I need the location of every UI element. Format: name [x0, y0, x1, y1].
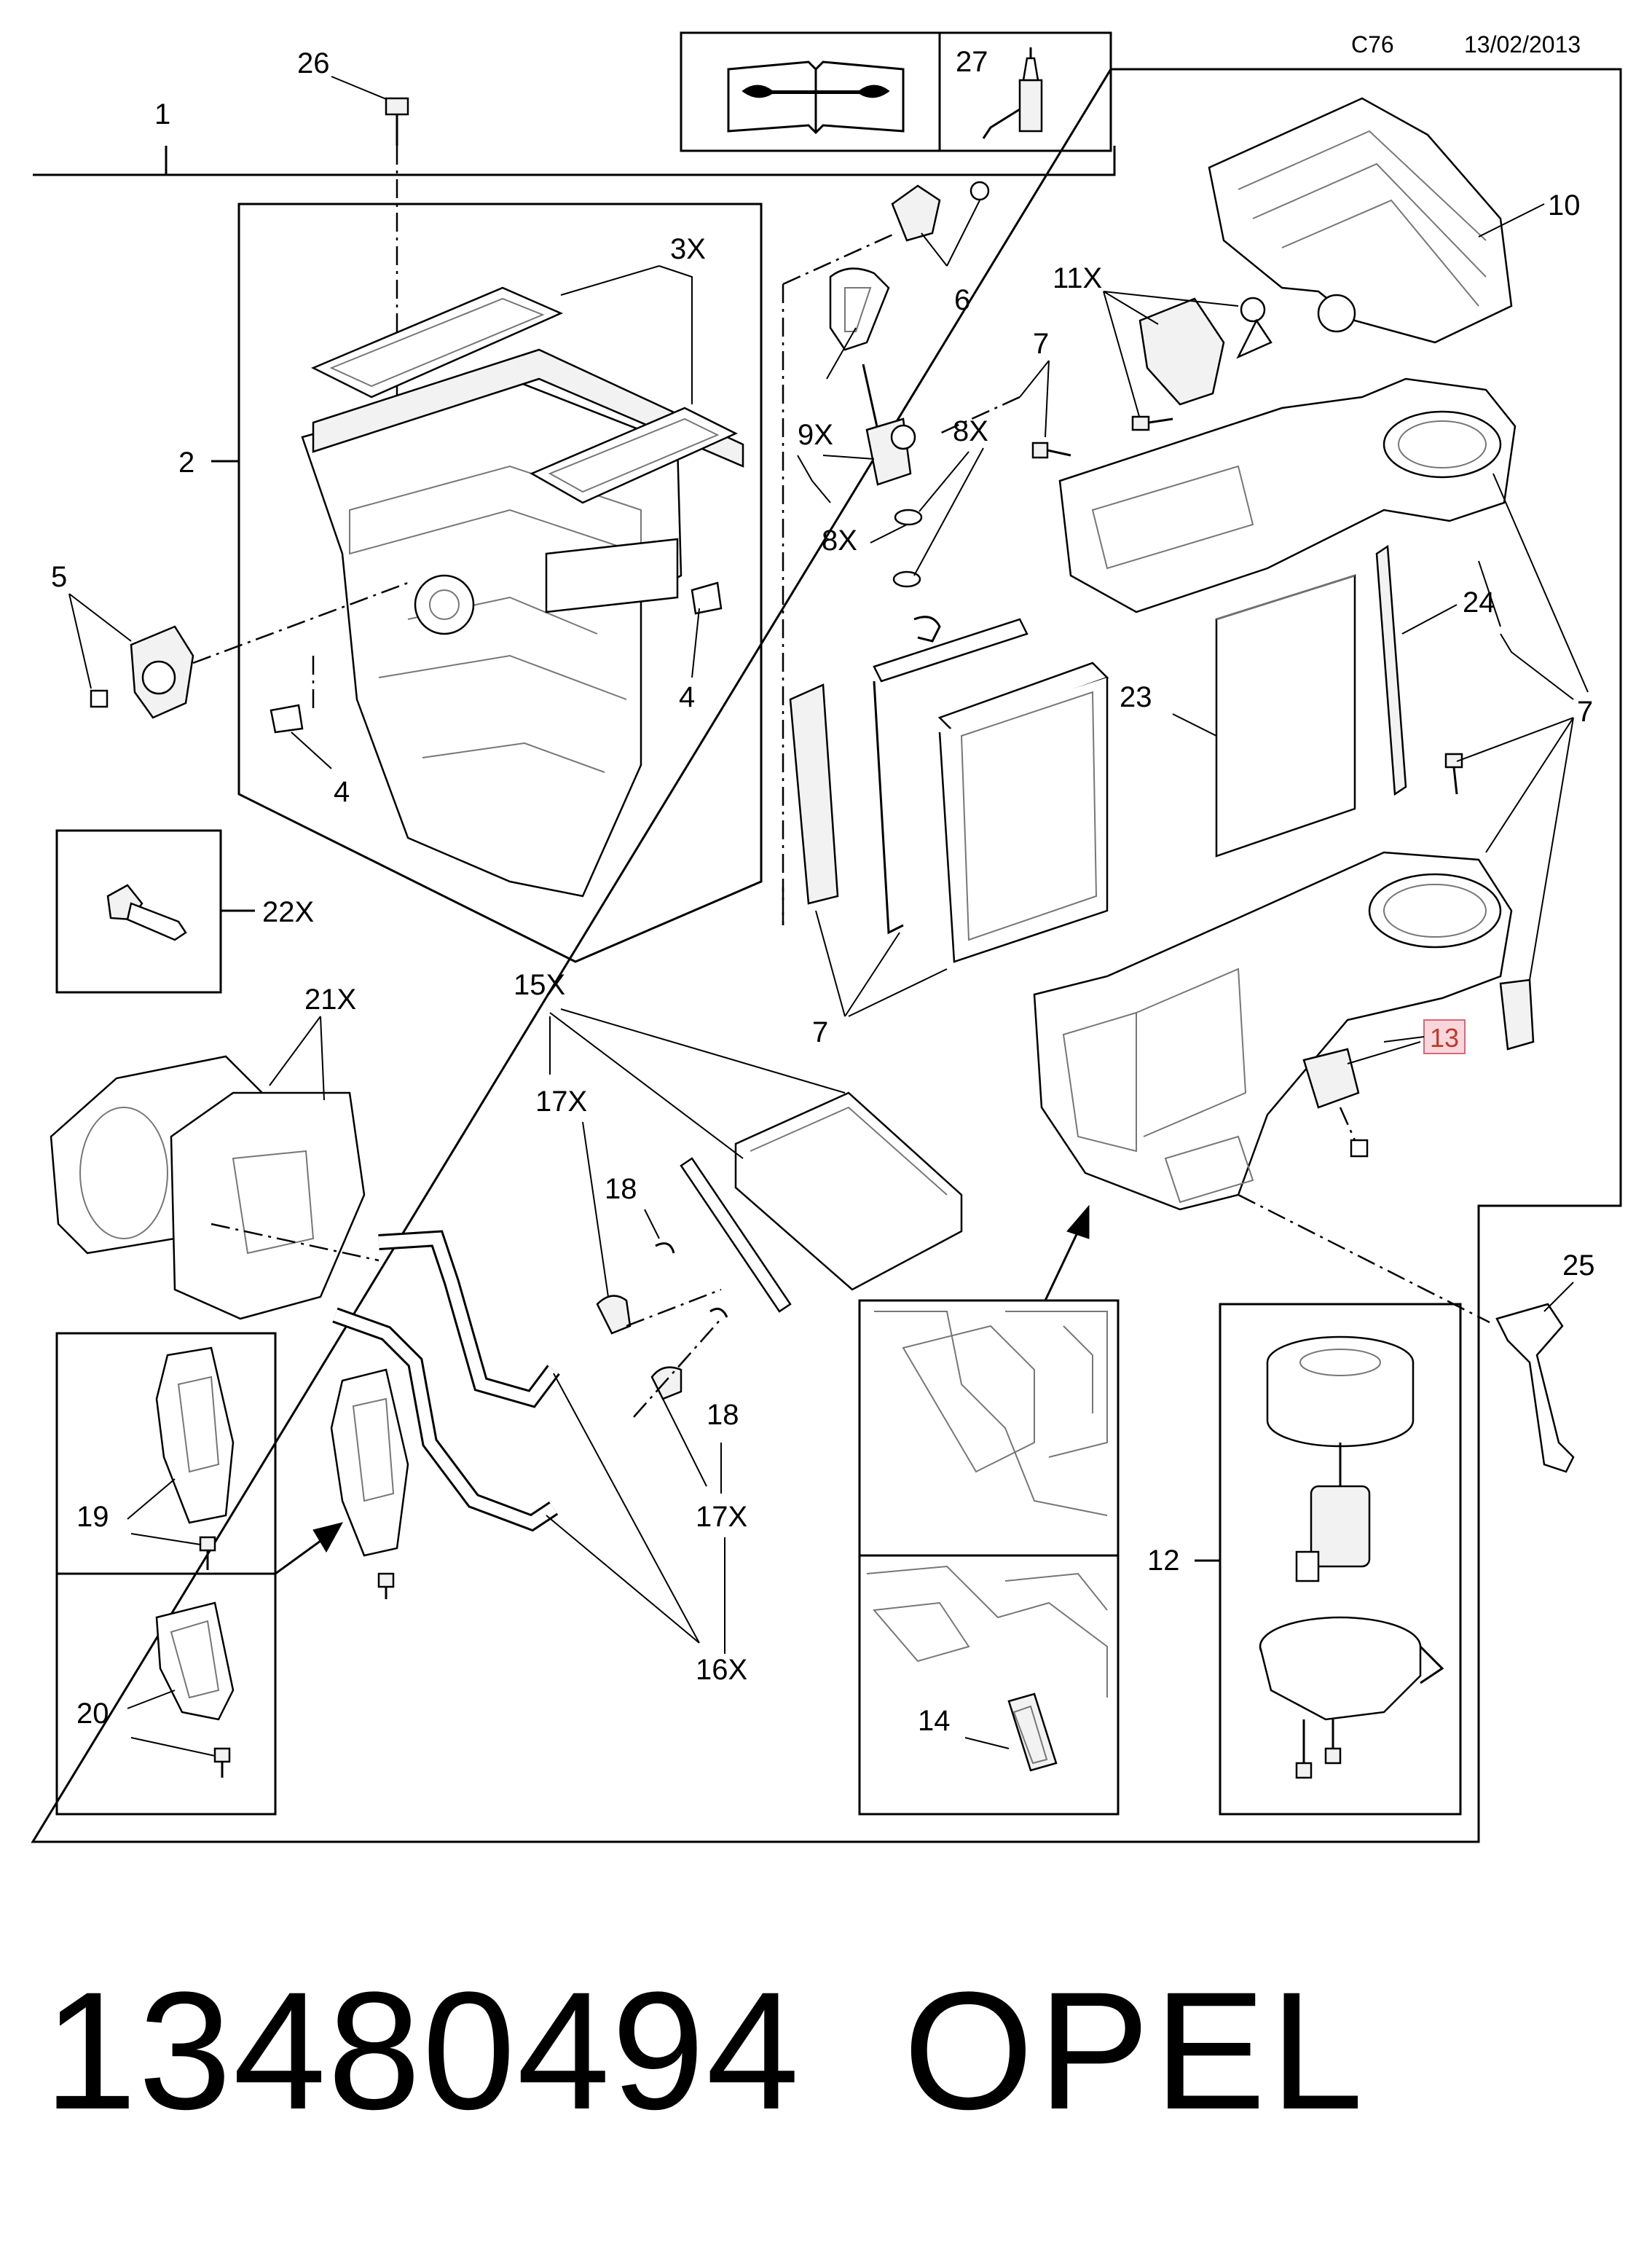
bracket-7-right: [1499, 978, 1535, 1051]
screw-7-top: [1031, 442, 1071, 459]
drain-hose-25: [1495, 1303, 1575, 1473]
sensor-6: [891, 181, 990, 242]
callout-21x: 21X: [304, 984, 356, 1016]
callout-7-right: 7: [1577, 696, 1593, 728]
header-date: 13/02/2013: [1464, 31, 1581, 58]
evaporator-core: [789, 618, 1109, 963]
callout-15x: 15X: [514, 969, 565, 1001]
callout-1: 1: [154, 98, 170, 130]
blower-resistor-13: [1302, 1041, 1421, 1158]
header-code: C76: [1351, 31, 1394, 58]
blower-motor: [1295, 1443, 1371, 1582]
callout-12: 12: [1147, 1545, 1180, 1577]
gasket-3x: [311, 286, 738, 504]
clip-4-right: [691, 581, 723, 615]
callout-22x: 22X: [262, 896, 314, 928]
blower-wheel: [1266, 1335, 1415, 1448]
duct-installed: [330, 1368, 409, 1599]
o-ring-8x: [892, 509, 923, 588]
callout-9x: 9X: [798, 419, 833, 451]
inset-14-housing: [866, 1565, 1108, 1698]
callout-5: 5: [51, 561, 67, 593]
callout-8xa: 8X: [953, 415, 988, 447]
filter-seal-24: [1375, 544, 1407, 796]
callout-19: 19: [76, 1501, 109, 1533]
sensor-14: [1007, 1692, 1058, 1772]
clip-4-left: [270, 704, 304, 734]
valve-seal-9x: [829, 267, 890, 351]
callout-20: 20: [76, 1698, 109, 1730]
toolbox: 27: [680, 31, 1112, 152]
callout-6: 6: [954, 284, 970, 316]
blower-housing-lower: [1033, 851, 1513, 1211]
duct-21x: [50, 1055, 366, 1320]
callout-13-highlight: [1423, 1019, 1466, 1054]
callout-26: 26: [297, 47, 330, 79]
blower-case-upper-10: [1208, 97, 1513, 344]
brand-name: OPEL: [903, 1957, 1368, 2144]
callout-23: 23: [1120, 681, 1152, 713]
callout-4-left: 4: [334, 776, 350, 808]
callout-13: 13: [1430, 1023, 1459, 1053]
cabin-filter-23: [1215, 574, 1356, 858]
clip-17x-upper: [596, 1295, 632, 1335]
sealant-tube-icon: [982, 47, 1043, 139]
callout-10: 10: [1548, 189, 1581, 221]
inset-top: [858, 1299, 1120, 1557]
clip-17x-lower: [650, 1366, 683, 1400]
assembly-outline: [31, 68, 1622, 1843]
screw-26: [385, 97, 409, 146]
callout-8xb: 8X: [822, 525, 857, 557]
callout-11x: 11X: [1053, 262, 1102, 294]
clip-hook: [913, 616, 941, 643]
motor-mount: [1259, 1616, 1444, 1779]
callout-18a: 18: [605, 1173, 637, 1205]
callout-17xb: 17X: [696, 1501, 747, 1533]
hoses-16x: [332, 1230, 560, 1532]
blower-housing-top: [1058, 377, 1517, 613]
book-wrench-icon: [727, 60, 905, 135]
callout-25: 25: [1562, 1249, 1595, 1282]
expansion-valve: [862, 364, 916, 486]
callout-16x: 16X: [696, 1654, 747, 1686]
callout-17xa: 17X: [535, 1086, 587, 1118]
screw-11x: [1131, 415, 1173, 431]
inset-top-housing: [874, 1311, 1108, 1516]
part-20-box: [55, 1572, 277, 1816]
callout-4-right: 4: [679, 681, 695, 713]
duct-19: [155, 1346, 235, 1570]
housing-subassembly-frame: [237, 203, 763, 963]
part-number: 13480494: [44, 1957, 801, 2144]
screw-22x: [106, 884, 187, 941]
actuator-11x: [1138, 297, 1273, 406]
callout-27: 27: [956, 46, 988, 78]
actuator-5: [90, 625, 194, 719]
blower-motor-box: [1219, 1303, 1462, 1816]
heater-core-15x: [680, 1091, 963, 1313]
callout-7-mid: 7: [812, 1016, 828, 1048]
callout-18b: 18: [707, 1399, 739, 1431]
callout-3x: 3X: [670, 233, 706, 265]
heater-housing: [301, 348, 744, 898]
screw-7-right: [1444, 753, 1463, 795]
callout-14: 14: [918, 1705, 951, 1737]
callout-2: 2: [178, 447, 194, 479]
toolbox-frame: [680, 31, 1112, 152]
callout-24: 24: [1463, 586, 1495, 619]
inset-14-box: [858, 1554, 1120, 1816]
callout-7-top: 7: [1033, 328, 1049, 360]
